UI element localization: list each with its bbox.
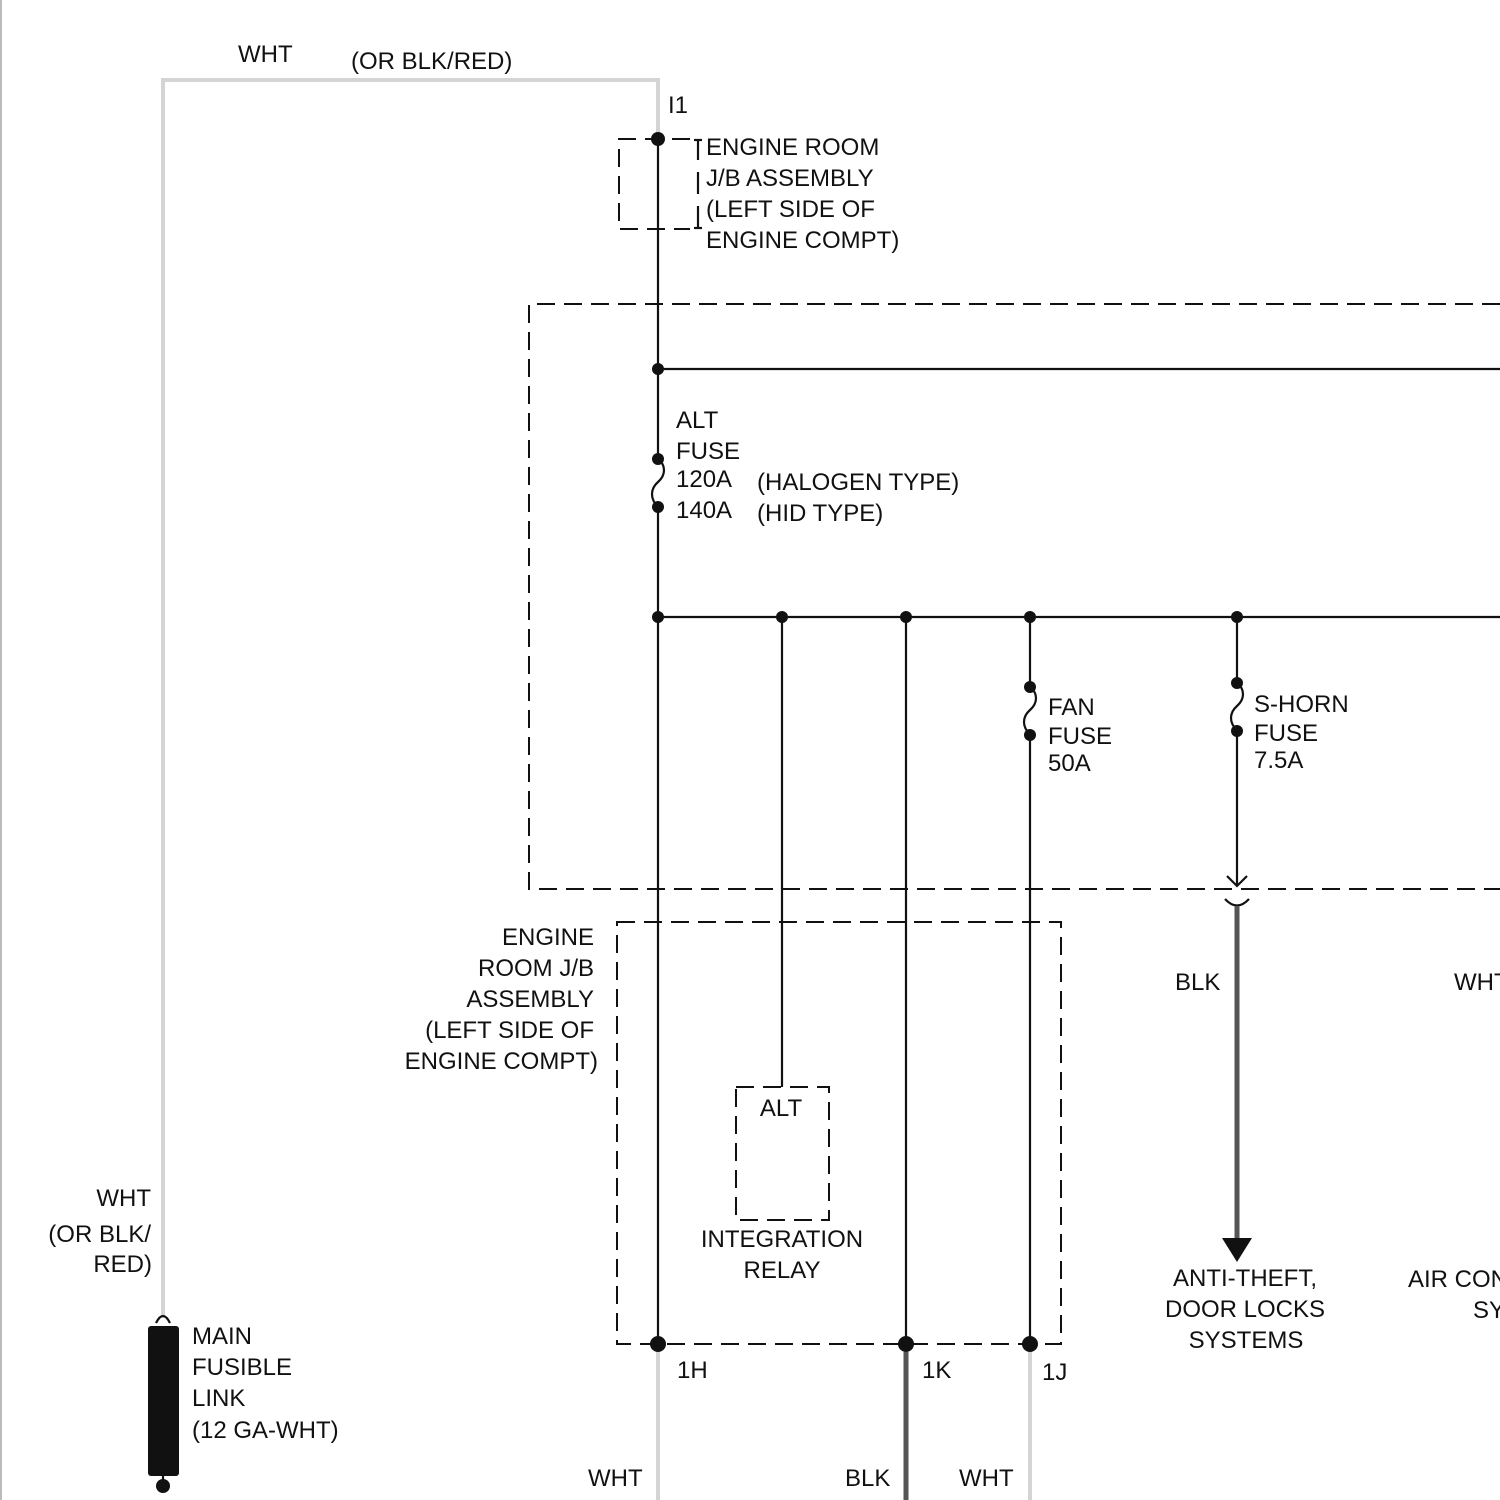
- jb-top-connector: [619, 132, 702, 229]
- svg-text:AIR CON: AIR CON: [1408, 1266, 1500, 1293]
- aircon-label: AIR CON SY: [1408, 1266, 1500, 1324]
- svg-text:FUSE: FUSE: [676, 438, 740, 465]
- shorn-fuse-label: S-HORN FUSE 7.5A: [1254, 691, 1349, 774]
- svg-text:INTEGRATION: INTEGRATION: [701, 1226, 863, 1253]
- top-wire-alt-color-label: (OR BLK/RED): [351, 48, 512, 75]
- alt-fuse-symbol: [652, 453, 664, 513]
- fan-fuse-label: FAN FUSE 50A: [1048, 694, 1112, 777]
- svg-text:(LEFT SIDE OF: (LEFT SIDE OF: [425, 1017, 594, 1044]
- junction-dot: [652, 363, 664, 375]
- connector-1j-label: 1J: [1042, 1359, 1067, 1386]
- svg-text:ENGINE COMPT): ENGINE COMPT): [405, 1048, 598, 1075]
- svg-text:FUSE: FUSE: [1048, 723, 1112, 750]
- wht-wire-right-label: WHT: [1454, 969, 1500, 996]
- svg-text:ANTI-THEFT,: ANTI-THEFT,: [1173, 1265, 1317, 1292]
- jb-top-label: ENGINE ROOM J/B ASSEMBLY (LEFT SIDE OF E…: [706, 134, 899, 254]
- antitheft-label: ANTI-THEFT, DOOR LOCKS SYSTEMS: [1165, 1265, 1325, 1354]
- svg-text:S-HORN: S-HORN: [1254, 691, 1349, 718]
- svg-text:(HID TYPE): (HID TYPE): [757, 500, 883, 527]
- svg-text:(HALOGEN TYPE): (HALOGEN TYPE): [757, 469, 959, 496]
- svg-text:140A: 140A: [676, 497, 732, 524]
- left-wire-alt-color-label: (OR BLK/ RED): [48, 1221, 152, 1278]
- svg-text:DOOR LOCKS: DOOR LOCKS: [1165, 1296, 1325, 1323]
- svg-text:ASSEMBLY: ASSEMBLY: [466, 986, 594, 1013]
- main-fusible-link-symbol: [148, 1316, 179, 1493]
- svg-text:(OR BLK/: (OR BLK/: [48, 1221, 151, 1248]
- svg-text:(LEFT SIDE OF: (LEFT SIDE OF: [706, 196, 875, 223]
- svg-text:ENGINE: ENGINE: [502, 924, 594, 951]
- svg-text:FUSIBLE: FUSIBLE: [192, 1354, 292, 1381]
- connector-1k-dot: [898, 1336, 914, 1352]
- bottom-wht-label-2: WHT: [959, 1465, 1014, 1492]
- svg-text:MAIN: MAIN: [192, 1323, 252, 1350]
- svg-text:J/B ASSEMBLY: J/B ASSEMBLY: [706, 165, 874, 192]
- connector-1k-label: 1K: [922, 1357, 951, 1384]
- bottom-blk-label: BLK: [845, 1465, 890, 1492]
- jb-bottom-label: ENGINE ROOM J/B ASSEMBLY (LEFT SIDE OF E…: [405, 924, 598, 1075]
- connector-1h-label: 1H: [677, 1357, 708, 1384]
- jb-lower-boundary: [617, 922, 1061, 1344]
- svg-text:ALT: ALT: [676, 407, 719, 434]
- alt-fuse-label: ALT FUSE 120A 140A (HALOGEN TYPE) (HID T…: [676, 407, 959, 527]
- svg-text:50A: 50A: [1048, 750, 1091, 777]
- svg-text:FAN: FAN: [1048, 694, 1095, 721]
- main-fusible-link-label: MAIN FUSIBLE LINK (12 GA-WHT): [192, 1323, 339, 1444]
- svg-text:FUSE: FUSE: [1254, 720, 1318, 747]
- alt-relay-top-label: ALT: [760, 1095, 803, 1122]
- jb-upper-boundary: [529, 304, 1500, 889]
- bottom-wht-label: WHT: [588, 1465, 643, 1492]
- svg-text:ROOM J/B: ROOM J/B: [478, 955, 594, 982]
- svg-text:ENGINE ROOM: ENGINE ROOM: [706, 134, 879, 161]
- arrow-down-icon: [1222, 1238, 1252, 1262]
- svg-text:SYSTEMS: SYSTEMS: [1189, 1327, 1304, 1354]
- shorn-fuse-symbol: [1231, 677, 1243, 737]
- connector-i1-label: I1: [668, 92, 688, 119]
- svg-text:(12 GA-WHT): (12 GA-WHT): [192, 1417, 339, 1444]
- fan-fuse-symbol: [1024, 681, 1036, 741]
- main-feed-wire: [163, 80, 658, 1318]
- top-wire-color-label: WHT: [238, 41, 293, 68]
- connector-1j-dot: [1022, 1336, 1038, 1352]
- blk-wire-label: BLK: [1175, 969, 1220, 996]
- left-wire-color-label: WHT: [96, 1185, 151, 1212]
- junction-dot: [652, 611, 664, 623]
- svg-text:RED): RED): [93, 1251, 152, 1278]
- connector-1h-dot: [650, 1336, 666, 1352]
- svg-text:SY: SY: [1473, 1297, 1500, 1324]
- connector-socket-icon: [1225, 899, 1249, 906]
- svg-text:RELAY: RELAY: [744, 1257, 821, 1284]
- svg-text:LINK: LINK: [192, 1385, 245, 1412]
- svg-text:ENGINE COMPT): ENGINE COMPT): [706, 227, 899, 254]
- svg-text:120A: 120A: [676, 466, 732, 493]
- alt-relay-bottom-label: INTEGRATION RELAY: [701, 1226, 863, 1284]
- svg-text:7.5A: 7.5A: [1254, 747, 1303, 774]
